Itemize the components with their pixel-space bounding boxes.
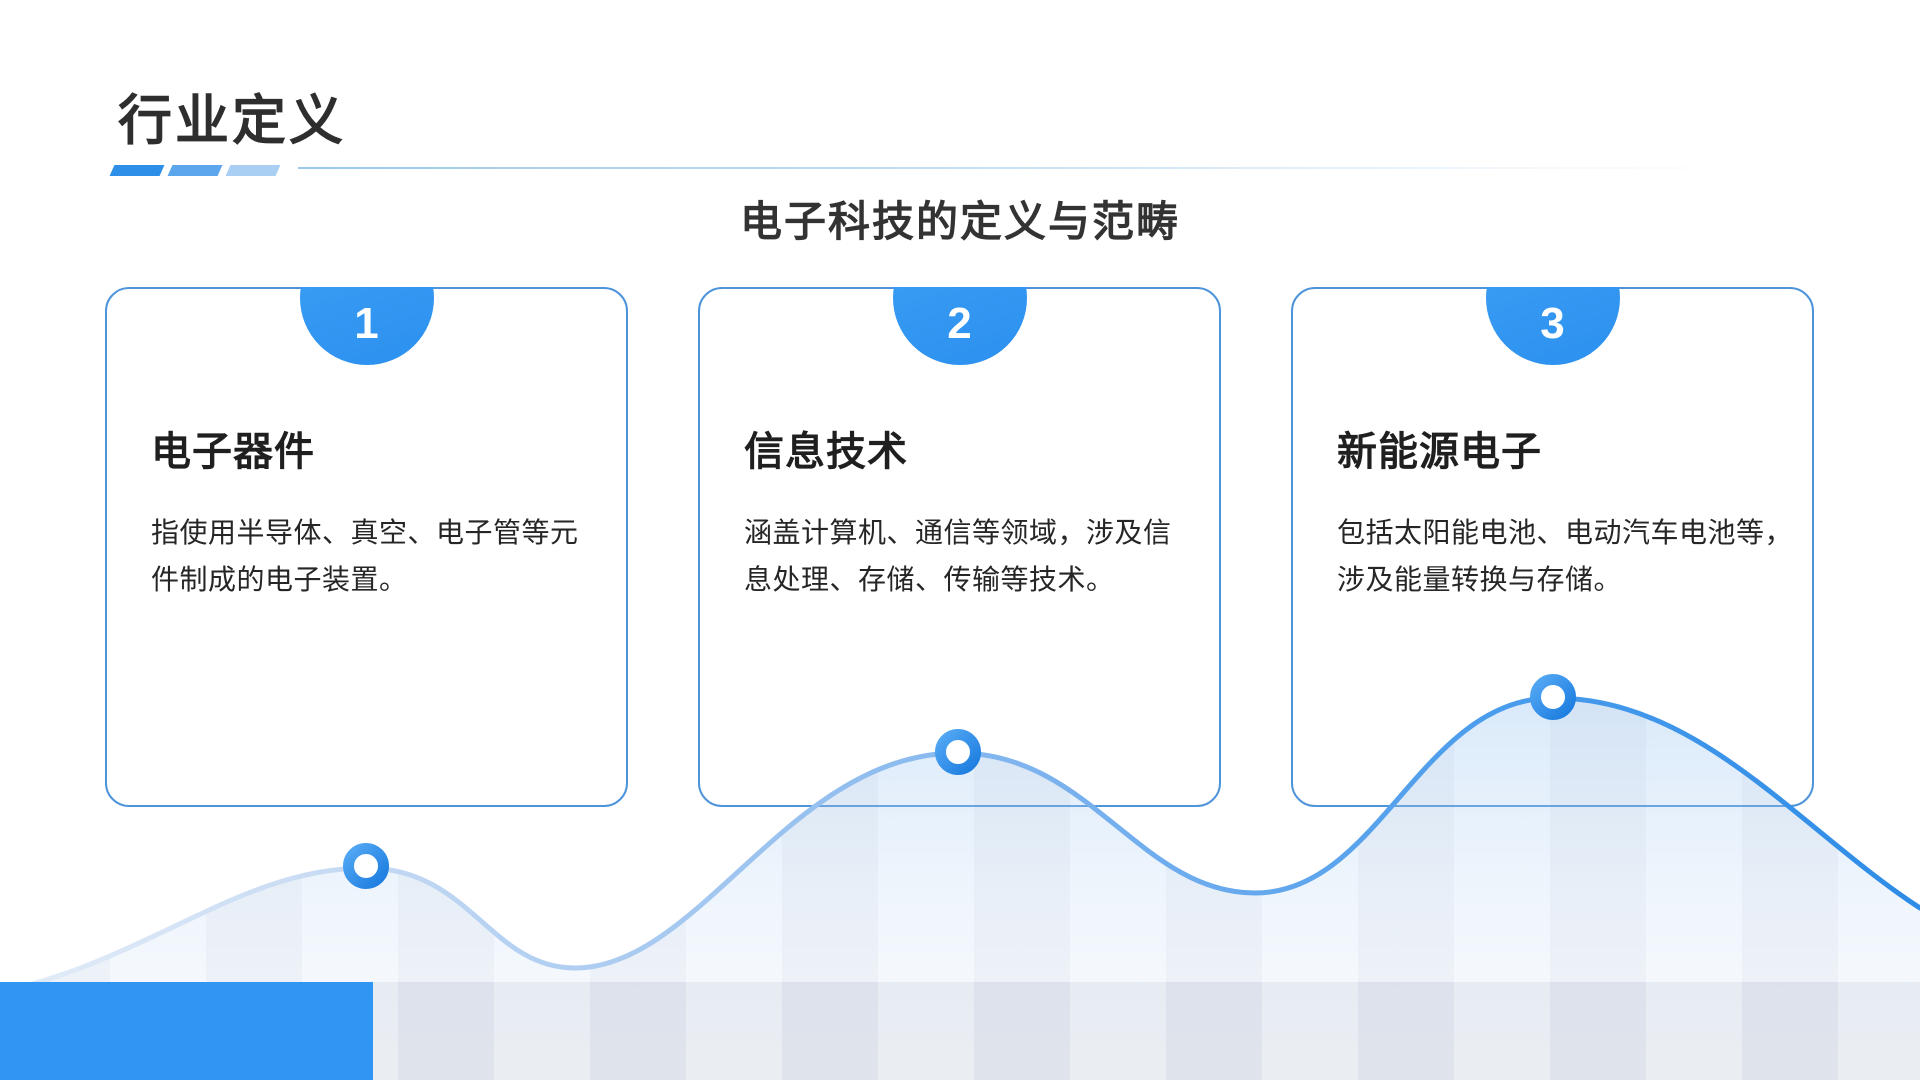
- number-badge: 2: [889, 287, 1031, 366]
- dash-icon: [167, 165, 223, 176]
- section-subtitle: 电子科技的定义与范畴: [739, 198, 1180, 245]
- badge-number: 3: [1540, 299, 1565, 348]
- card-title: 电子器件: [151, 430, 315, 474]
- definition-card-3: 3 新能源电子 包括太阳能电池、电动汽车电池等， 涉及能量转换与存储。: [1291, 287, 1814, 807]
- card-body: 指使用半导体、真空、电子管等元 件制成的电子装置。: [151, 509, 586, 603]
- corner-accent-rect: [0, 982, 373, 1080]
- card-body: 包括太阳能电池、电动汽车电池等， 涉及能量转换与存储。: [1337, 509, 1794, 603]
- badge-number: 1: [354, 299, 379, 348]
- card-body-line: 息处理、存储、传输等技术。: [744, 564, 1115, 595]
- definition-card-1: 1 电子器件 指使用半导体、真空、电子管等元 件制成的电子装置。: [105, 287, 628, 807]
- card-body-line: 件制成的电子装置。: [151, 564, 408, 595]
- definition-card-2: 2 信息技术 涵盖计算机、通信等领域，涉及信 息处理、存储、传输等技术。: [698, 287, 1221, 807]
- card-title: 信息技术: [744, 430, 908, 474]
- card-body-line: 涉及能量转换与存储。: [1337, 564, 1623, 595]
- number-badge: 1: [296, 287, 438, 366]
- title-underline-dashes: [109, 163, 286, 176]
- card-body-line: 包括太阳能电池、电动汽车电池等，: [1337, 517, 1794, 548]
- title-underline-rule: [298, 167, 1815, 169]
- card-body: 涵盖计算机、通信等领域，涉及信 息处理、存储、传输等技术。: [744, 509, 1179, 603]
- page-title: 行业定义: [118, 91, 346, 151]
- dash-icon: [109, 165, 165, 176]
- wave-node-icon: [343, 843, 389, 889]
- card-title: 新能源电子: [1337, 430, 1542, 474]
- badge-number: 2: [947, 299, 972, 348]
- number-badge: 3: [1482, 287, 1624, 366]
- dash-icon: [225, 165, 281, 176]
- card-body-line: 涵盖计算机、通信等领域，涉及信: [744, 517, 1172, 548]
- card-body-line: 指使用半导体、真空、电子管等元: [151, 517, 579, 548]
